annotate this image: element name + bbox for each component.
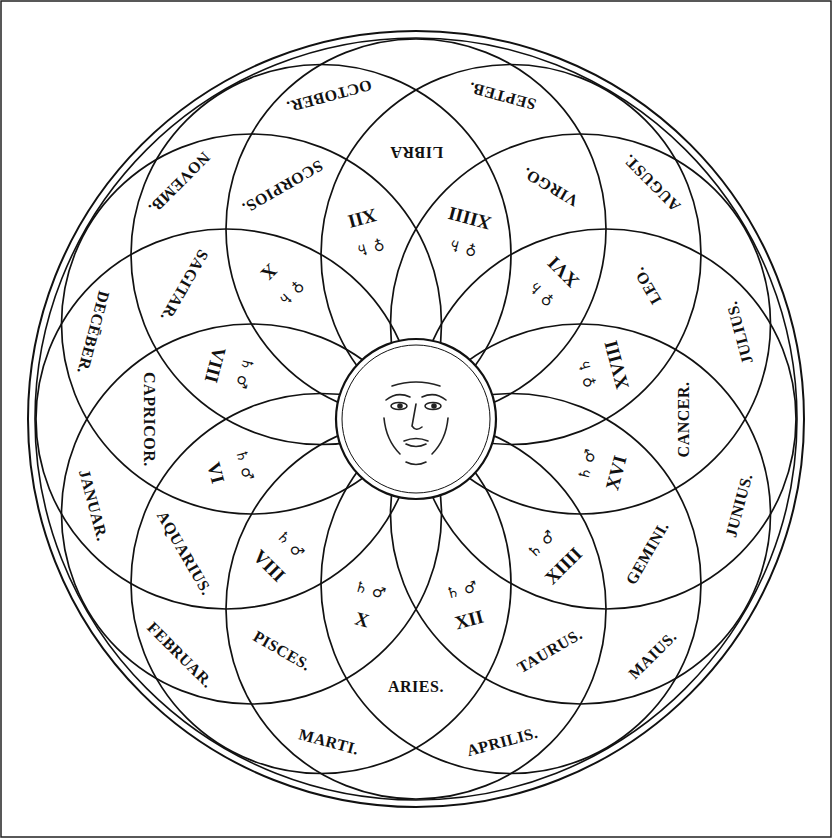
hour-numeral: XII xyxy=(344,204,381,232)
eye xyxy=(391,403,407,410)
zodiac-sign: TAURUS. xyxy=(513,625,587,678)
planet-symbols: ♄ ♂ xyxy=(232,446,256,485)
planet-symbols: ♄ ♂ xyxy=(350,579,389,603)
mouth xyxy=(404,439,428,442)
planet-symbols: ♀ ♄ xyxy=(525,276,560,311)
hour-numeral: VIII xyxy=(200,343,230,387)
nose xyxy=(412,404,422,429)
planet-symbols: ♀ ♄ xyxy=(352,235,388,259)
month-name: MARTI. xyxy=(295,726,363,759)
outer-ring xyxy=(35,38,797,800)
month-name: JANUAR. xyxy=(74,466,110,545)
cheek-line xyxy=(384,418,400,454)
zodiac-sign: SCORPIOS. xyxy=(237,156,327,218)
sun-disc xyxy=(336,339,496,499)
planet-symbols: ♀ ♄ xyxy=(273,276,308,311)
hour-numeral: XVI xyxy=(542,251,584,293)
zodiac-sign: LIBRA xyxy=(388,143,445,160)
planet-symbols: ♄ ♂ xyxy=(272,527,308,563)
zodiac-sign: PISCES. xyxy=(248,627,315,675)
zodiac-sign: CANCER. xyxy=(676,379,693,459)
month-name: JUNIUS. xyxy=(723,470,757,541)
forehead-line xyxy=(392,382,440,386)
zodiac-sign: VIRGO. xyxy=(518,163,583,210)
hour-numeral: XII xyxy=(451,606,488,634)
zodiac-sign: LEO. xyxy=(630,262,666,308)
month-name: NOVEMB. xyxy=(143,147,214,218)
hour-numeral: X xyxy=(255,259,282,286)
hour-numeral: VIII xyxy=(248,545,290,587)
chin-line xyxy=(406,462,426,465)
cheek-line xyxy=(432,418,448,454)
planet-symbols: ♄ ♂ xyxy=(524,527,560,563)
eye xyxy=(425,403,441,410)
hour-numeral: XIIII xyxy=(445,202,496,234)
outer-ring xyxy=(28,31,804,807)
planet-symbols: ♀ ♄ xyxy=(576,355,600,391)
pupil xyxy=(432,404,436,408)
planet-symbols: ♄ ♂ xyxy=(443,579,482,603)
month-name: APRILIS. xyxy=(463,724,542,760)
zodiac-sign: SAGITAR. xyxy=(156,244,212,325)
planet-symbols: ♄ ♂ xyxy=(576,446,600,485)
planet-symbols: ♀ ♄ xyxy=(444,235,480,259)
planet-symbols: ♄ ♂ xyxy=(232,354,256,393)
sun-face xyxy=(384,382,448,465)
hour-numeral: XVI xyxy=(602,451,631,494)
zodiac-sign: GEMINI. xyxy=(622,517,673,589)
pupil xyxy=(398,404,402,408)
month-name: SEPTEB. xyxy=(465,78,540,113)
zodiac-sign: ARIES. xyxy=(386,679,446,696)
mouth xyxy=(406,444,426,447)
sun-disc xyxy=(342,345,490,493)
month-name: JULIUS. xyxy=(723,297,757,367)
rosette-circles xyxy=(36,39,796,799)
month-name: DECĒBER. xyxy=(73,287,112,378)
month-name: MAIUS. xyxy=(624,627,681,684)
hour-numeral: XVIII xyxy=(600,337,633,394)
eyebrow xyxy=(422,395,446,400)
zodiac-sign: CAPRICOR. xyxy=(139,370,156,469)
month-name: FEBRUAR. xyxy=(142,618,217,693)
eyebrow xyxy=(386,395,410,400)
zodiac-sign: AQUARIUS. xyxy=(152,506,215,599)
hour-numeral: VI xyxy=(202,458,228,487)
hour-numeral: X xyxy=(351,608,373,632)
